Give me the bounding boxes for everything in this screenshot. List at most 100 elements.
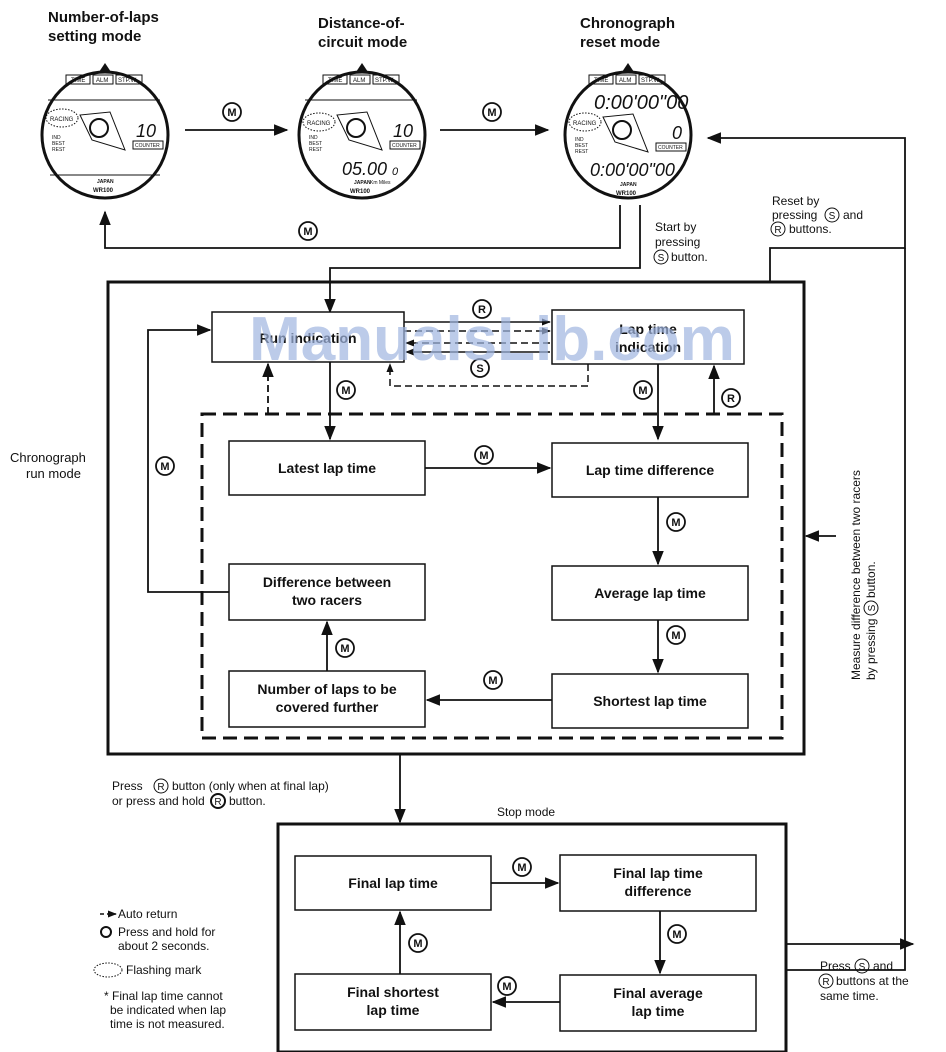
svg-text:JAPAN: JAPAN — [620, 182, 637, 188]
lap-time-indication-box — [551, 309, 745, 365]
svg-text:IND: IND — [309, 135, 318, 141]
mode-button-badge: M — [155, 456, 175, 476]
svg-text:ALM: ALM — [96, 78, 108, 84]
svg-text:TIME: TIME — [71, 78, 85, 84]
reset-note: Reset by pressing S and R buttons. — [770, 194, 863, 237]
svg-text:lap time: lap time — [632, 1003, 685, 1019]
svg-text:button.: button. — [229, 794, 266, 808]
svg-text:M: M — [160, 461, 169, 473]
flashing-mark-icon — [93, 962, 123, 978]
svg-text:R: R — [157, 782, 164, 793]
svg-text:Final lap time: Final lap time — [348, 875, 438, 891]
mode-title-laps: Number-of-laps setting mode — [48, 9, 159, 45]
svg-text:JAPAN: JAPAN — [97, 179, 114, 185]
svg-text:buttons at the: buttons at the — [836, 974, 909, 988]
flashing-mark-icon — [302, 112, 336, 132]
run-indication-label: Run indication — [259, 330, 356, 346]
svg-text:button (only when at final lap: button (only when at final lap) — [172, 779, 329, 793]
svg-text:0: 0 — [392, 166, 399, 178]
svg-text:WR100: WR100 — [616, 191, 637, 197]
svg-text:S: S — [829, 211, 836, 222]
mode-button-badge: M — [474, 445, 494, 465]
svg-text:M: M — [479, 450, 488, 462]
run-indication-box — [211, 311, 405, 363]
up-arrow-icon — [99, 63, 111, 72]
svg-text:0: 0 — [672, 123, 682, 143]
r-button-badge: R — [721, 388, 741, 408]
final-average-lap-time-box — [559, 974, 757, 1032]
mode-button-badge: M — [335, 638, 355, 658]
svg-text:Difference between: Difference between — [263, 574, 391, 590]
svg-text:pressing: pressing — [772, 208, 817, 222]
svg-text:WR100: WR100 — [350, 189, 371, 195]
watch-face-laps: TIME ALM STP.W RACING IND BEST REST 10 C… — [40, 63, 170, 200]
svg-text:M: M — [340, 643, 349, 655]
svg-text:difference: difference — [625, 883, 692, 899]
svg-text:TIME: TIME — [594, 78, 608, 84]
svg-text:STP.W: STP.W — [641, 78, 660, 84]
svg-text:Km Miles: Km Miles — [370, 180, 391, 186]
svg-text:BEST: BEST — [309, 141, 322, 147]
mode-button-badge: M — [482, 102, 502, 122]
measure-note: Measure difference between two racers by… — [849, 470, 879, 680]
watermark: ManualsLib.com — [249, 305, 735, 374]
svg-text:indication: indication — [615, 339, 681, 355]
svg-text:Press: Press — [820, 959, 851, 973]
svg-text:Start by: Start by — [655, 220, 696, 234]
svg-text:JAPAN: JAPAN — [354, 180, 371, 186]
svg-text:Chronograph: Chronograph — [580, 15, 675, 32]
svg-text:ALM: ALM — [353, 78, 365, 84]
r-button-badge: R — [472, 299, 492, 319]
svg-text:M: M — [517, 862, 526, 874]
svg-text:0:00'00"00: 0:00'00"00 — [594, 92, 688, 114]
svg-text:0:00'00"00: 0:00'00"00 — [590, 160, 675, 180]
mode-button-badge: M — [497, 976, 517, 996]
lap-time-difference-box — [551, 442, 749, 498]
mode-button-badge: M — [512, 857, 532, 877]
svg-text:Lap time: Lap time — [619, 321, 677, 337]
press-r-note: Press R button (only when at final lap) … — [112, 778, 329, 809]
svg-text:M: M — [671, 517, 680, 529]
mode-button-badge: M — [483, 670, 503, 690]
svg-text:S: S — [658, 253, 665, 264]
svg-text:Measure difference between two: Measure difference between two racers — [849, 470, 863, 680]
final-lap-time-box — [294, 855, 492, 911]
mode-button-badge: M — [336, 380, 356, 400]
svg-text:R: R — [727, 393, 735, 405]
svg-text:by pressing: by pressing — [864, 619, 878, 680]
auto-return-frame — [200, 412, 784, 740]
svg-text:buttons.: buttons. — [789, 222, 832, 236]
svg-text:RACING: RACING — [573, 121, 597, 127]
svg-text:WR100: WR100 — [93, 188, 114, 194]
svg-text:BEST: BEST — [575, 143, 588, 149]
mode-button-badge: M — [633, 380, 653, 400]
svg-text:time is not measured.: time is not measured. — [110, 1017, 225, 1031]
mode-button-badge: M — [298, 221, 318, 241]
svg-text:Lap time difference: Lap time difference — [586, 462, 715, 478]
svg-text:button.: button. — [864, 561, 878, 598]
svg-text:TIME: TIME — [328, 78, 342, 84]
svg-text:10: 10 — [136, 121, 156, 141]
svg-text:and: and — [873, 959, 893, 973]
stop-mode-frame — [276, 822, 788, 1052]
svg-text:M: M — [341, 385, 350, 397]
legend: Auto return Press and hold for about 2 s… — [93, 907, 226, 1031]
svg-text:BEST: BEST — [52, 141, 65, 147]
svg-text:* Final lap time cannot: * Final lap time cannot — [104, 989, 223, 1003]
svg-text:R: R — [214, 797, 221, 808]
svg-text:lap time: lap time — [367, 1002, 420, 1018]
up-arrow-icon — [622, 63, 634, 72]
svg-text:Final lap time: Final lap time — [613, 865, 703, 881]
up-arrow-icon — [356, 63, 368, 72]
svg-text:REST: REST — [575, 149, 588, 155]
svg-text:or press and hold: or press and hold — [112, 794, 205, 808]
svg-text:setting mode: setting mode — [48, 28, 141, 45]
press-sr-note: Press S and R buttons at the same time. — [818, 958, 909, 1003]
svg-text:REST: REST — [52, 147, 65, 153]
mode-title-distance: Distance-of- circuit mode — [318, 15, 407, 51]
svg-text:M: M — [672, 929, 681, 941]
difference-two-racers-box — [228, 563, 426, 621]
start-note: Start by pressing S button. — [653, 220, 708, 265]
svg-text:Chronograph: Chronograph — [10, 450, 86, 465]
